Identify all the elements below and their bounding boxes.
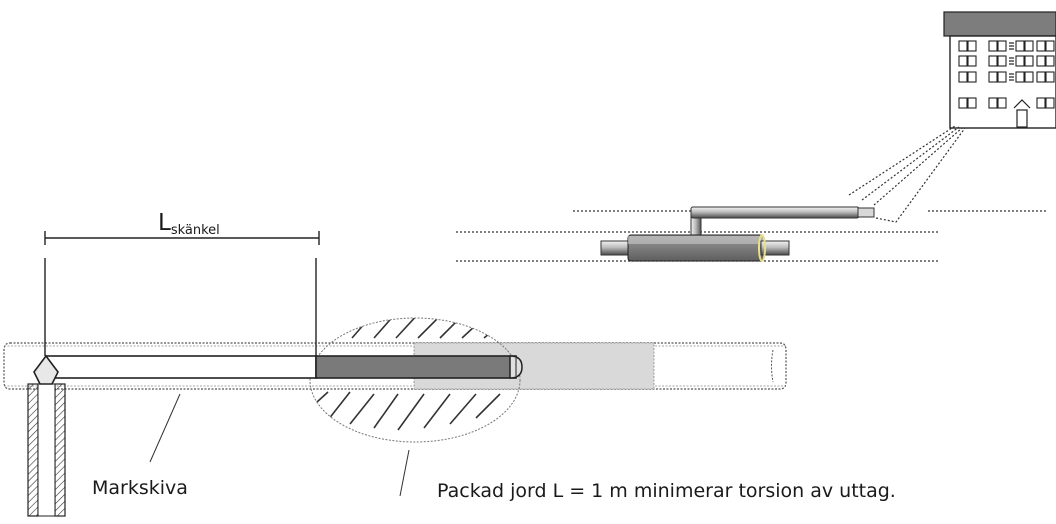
main-pipe <box>600 234 790 262</box>
ground-plate-label: Markskiva <box>92 477 188 499</box>
service-pipe <box>45 355 523 379</box>
length-label: Lskänkel <box>158 210 220 238</box>
length-symbol: L <box>158 210 171 236</box>
leader-lines <box>149 393 410 497</box>
building-icon <box>943 11 1056 129</box>
length-subscript: skänkel <box>171 223 220 238</box>
dimension-line <box>44 231 320 356</box>
packed-soil-label: Packad jord L = 1 m minimerar torsion av… <box>437 480 896 502</box>
branch-pipe <box>690 206 875 238</box>
service-connection-lines <box>848 125 966 223</box>
vertical-riser <box>27 354 66 517</box>
